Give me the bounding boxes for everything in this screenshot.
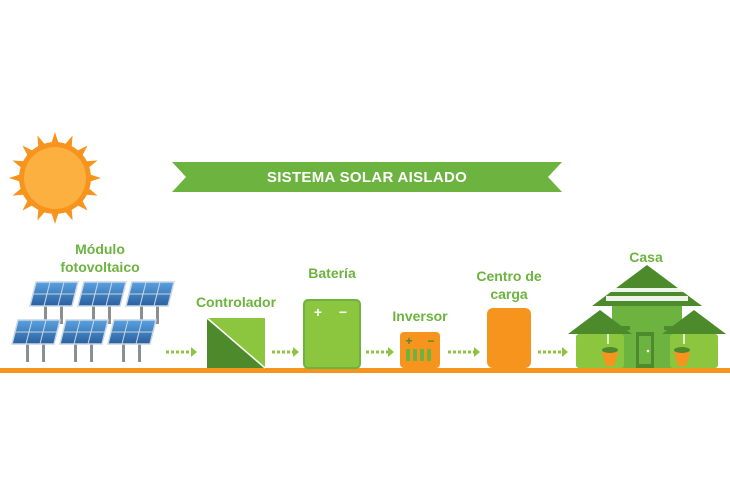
battery-plus: + [314,304,322,320]
sun-icon [9,132,101,224]
solar-panel [11,319,61,362]
house-label: Casa [629,249,663,265]
panel-label-line1: Módulo [75,241,125,257]
inverter-label: Inversor [392,308,448,324]
solar-panel [125,281,175,324]
ground-line [0,368,730,373]
house-icon [568,265,726,368]
battery-label: Batería [308,265,356,281]
solar-panel [77,281,127,324]
solar-panel [29,281,79,324]
controller-icon [206,317,266,369]
diagram-title: SISTEMA SOLAR AISLADO [267,169,467,186]
inverter-minus: − [427,334,434,348]
solar-panel [59,319,109,362]
controller-label: Controlador [196,294,277,310]
load-center-label-line1: Centro de [476,268,542,284]
solar-panel-icon [11,281,175,362]
load-center-icon [487,308,531,368]
title-banner: SISTEMA SOLAR AISLADO [172,162,562,192]
arrow-icon [166,347,197,357]
battery-icon: + − [303,299,361,369]
panel-label-line2: fotovoltaico [60,259,139,275]
inverter-icon: + − [400,332,440,368]
load-center-label-line2: carga [490,286,528,302]
arrow-icon [538,347,568,357]
inverter-plus: + [405,334,412,348]
arrow-icon [272,347,299,357]
battery-minus: − [339,304,347,320]
flow-arrows [166,347,568,357]
arrow-icon [366,347,394,357]
arrow-icon [448,347,480,357]
solar-panel [107,319,157,362]
